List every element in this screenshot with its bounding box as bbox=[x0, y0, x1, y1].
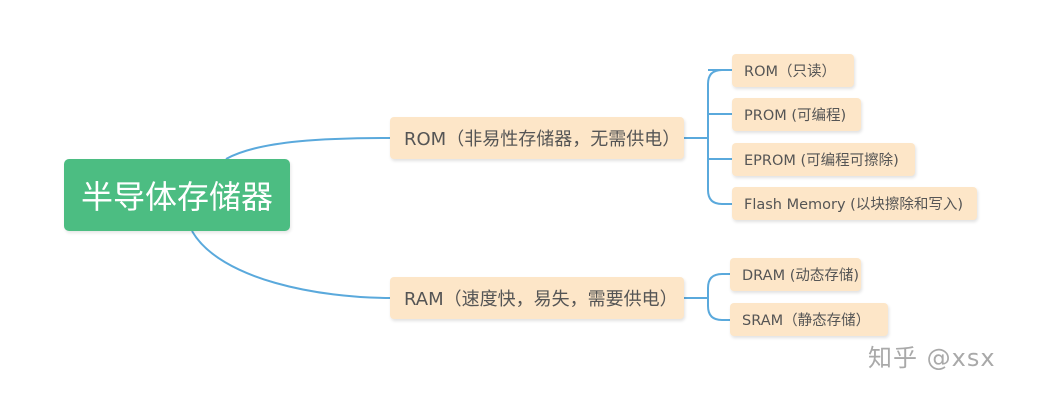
leaf-label: PROM (可编程) bbox=[744, 108, 847, 124]
branch-node-rom[interactable]: ROM（非易性存储器，无需供电） bbox=[390, 117, 684, 159]
leaf-label: DRAM (动态存储) bbox=[742, 268, 860, 284]
leaf-node-flash-memory[interactable]: Flash Memory (以块擦除和写入) bbox=[732, 187, 977, 220]
root-node[interactable]: 半导体存储器 bbox=[64, 159, 290, 231]
leaf-label: Flash Memory (以块擦除和写入) bbox=[744, 197, 964, 213]
branch-label: RAM（速度快，易失，需要供电） bbox=[404, 289, 678, 310]
leaf-node-dram[interactable]: DRAM (动态存储) bbox=[730, 258, 861, 291]
connector-rom-spine bbox=[707, 69, 723, 205]
leaf-node-prom[interactable]: PROM (可编程) bbox=[732, 98, 861, 131]
connector-root-ram bbox=[191, 230, 391, 299]
leaf-node-rom-readonly[interactable]: ROM（只读） bbox=[732, 54, 854, 87]
root-label: 半导体存储器 bbox=[80, 178, 273, 216]
branch-label: ROM（非易性存储器，无需供电） bbox=[404, 129, 681, 150]
leaf-label: ROM（只读） bbox=[744, 64, 836, 80]
leaf-label: EPROM (可编程可擦除) bbox=[744, 153, 899, 169]
leaf-node-eprom[interactable]: EPROM (可编程可擦除) bbox=[732, 143, 915, 176]
connector-root-rom bbox=[225, 137, 391, 160]
branch-node-ram[interactable]: RAM（速度快，易失，需要供电） bbox=[390, 277, 684, 319]
leaf-node-sram[interactable]: SRAM（静态存储） bbox=[730, 303, 888, 336]
watermark: 知乎 @xsx bbox=[868, 344, 996, 372]
leaf-label: SRAM（静态存储） bbox=[742, 313, 871, 329]
connector-ram-spine bbox=[707, 273, 723, 321]
